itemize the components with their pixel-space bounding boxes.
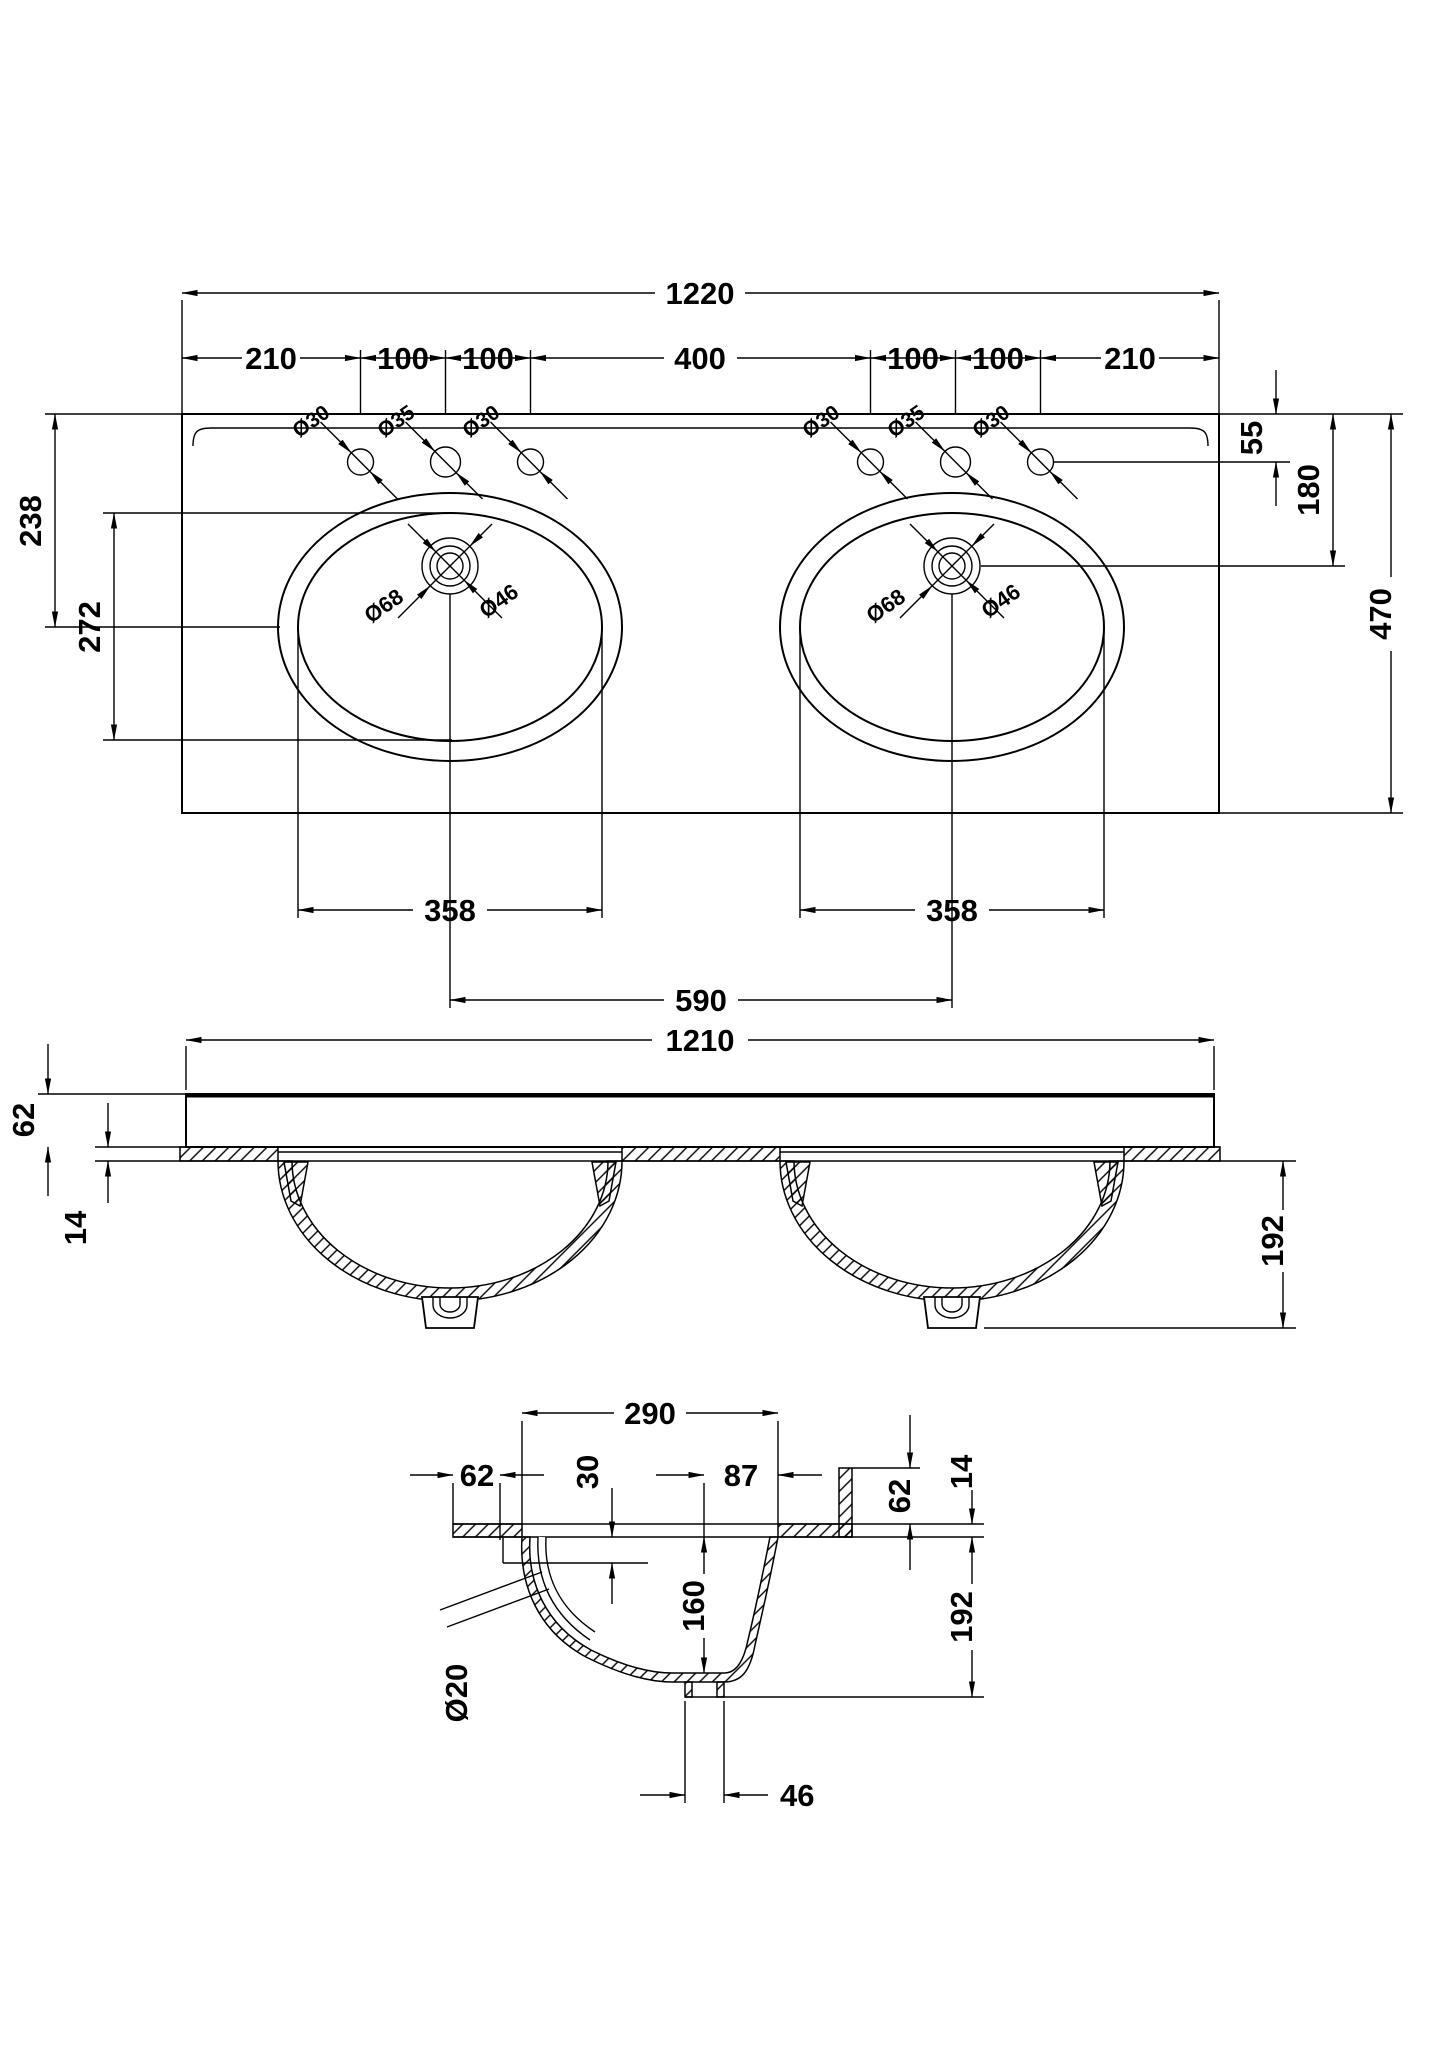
dim-chain-100: 100: [462, 341, 514, 376]
hole-dia-label: Ø30: [798, 401, 844, 443]
dim-apron-height: 62: [6, 1103, 41, 1137]
dim-overflow-dia: Ø20: [439, 1664, 474, 1723]
hole-dia-label: Ø30: [458, 401, 504, 443]
dim-overall-width: 1220: [666, 276, 735, 311]
hole-dia-label: Ø30: [288, 401, 334, 443]
hole-dia-label: Ø35: [883, 401, 929, 443]
drain-dia-inner-label: Ø46: [976, 579, 1024, 623]
dim-bowl-rim-width: 290: [624, 1396, 676, 1431]
dim-total-drop: 192: [944, 1591, 979, 1643]
dim-deck-thickness: 14: [58, 1210, 93, 1245]
plan-view: Ø30 Ø35 Ø30 Ø30 Ø35 Ø30 Ø68 Ø46 Ø68 Ø46 …: [13, 276, 1403, 1018]
front-view: 1210 62 14 192: [6, 1023, 1296, 1329]
dim-chain-100: 100: [377, 341, 429, 376]
dim-bowl-width-left: 358: [424, 893, 476, 928]
dim-rim-lip: 30: [570, 1455, 605, 1489]
dim-chain-100: 100: [972, 341, 1024, 376]
dim-hole-backset: 55: [1234, 421, 1269, 455]
dim-chain-210-right: 210: [1104, 341, 1156, 376]
dim-drain-backset: 180: [1291, 464, 1326, 516]
dim-chain-400: 400: [674, 341, 726, 376]
dim-back-to-bowl-center: 238: [13, 495, 48, 547]
apron-section: [838, 1467, 853, 1538]
faucet-hole-30-right2: [1001, 422, 1078, 499]
faucet-hole-30-left2: [491, 422, 568, 499]
dim-drain-spacing: 590: [675, 983, 727, 1018]
dim-bowl-drop: 192: [1255, 1215, 1290, 1267]
dim-deck-thickness-section: 14: [944, 1454, 979, 1489]
dim-chain-100: 100: [887, 341, 939, 376]
hole-dia-label: Ø30: [968, 401, 1014, 443]
dim-overhang: 62: [460, 1458, 494, 1493]
drain-dia-outer-label: Ø68: [861, 584, 909, 628]
dim-front-width: 1210: [666, 1023, 735, 1058]
dim-bowl-length: 272: [72, 601, 107, 653]
drain-dia-inner-label: Ø46: [474, 579, 522, 623]
bowl-elevation-right: [779, 1160, 1125, 1329]
bowl-section-wall: [520, 1536, 779, 1683]
dim-waste-width: 46: [780, 1778, 814, 1813]
dim-chain-210-left: 210: [245, 341, 297, 376]
dim-drain-offset: 87: [724, 1458, 758, 1493]
hole-dia-label: Ø35: [373, 401, 419, 443]
section-view: 290 62 87 30 160 Ø20 62 14 1: [410, 1396, 984, 1813]
dim-apron-height-section: 62: [882, 1479, 917, 1513]
bowl-elevation-left: [277, 1160, 623, 1329]
dim-bowl-width-right: 358: [926, 893, 978, 928]
dim-bowl-depth: 160: [676, 1580, 711, 1632]
dim-overall-depth: 470: [1363, 588, 1398, 640]
rolled-edge-line: [192, 427, 1209, 447]
drain-dia-outer-label: Ø68: [359, 584, 407, 628]
